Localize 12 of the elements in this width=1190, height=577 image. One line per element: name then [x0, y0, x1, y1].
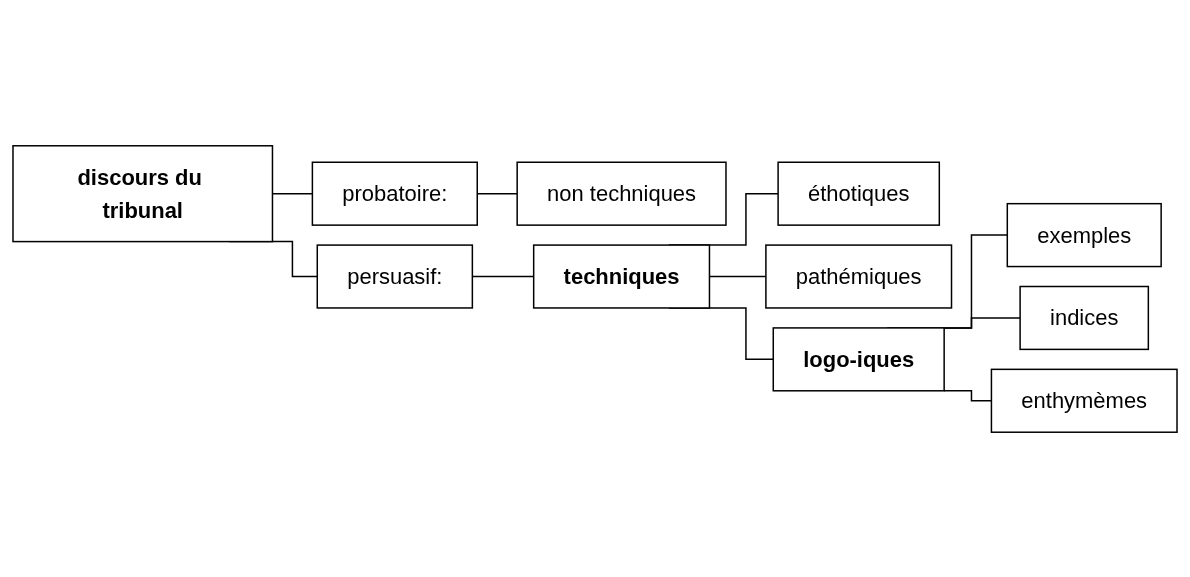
node-box: non techniques — [516, 161, 727, 226]
node-box: pathémiques — [765, 243, 953, 309]
node-box: logo-iques — [772, 326, 945, 392]
node-box: probatoire: — [311, 161, 478, 226]
node-box: discours du tribunal — [12, 144, 274, 242]
connector — [943, 316, 1021, 329]
node-box: indices — [1019, 285, 1150, 350]
node-box: exemples — [1006, 202, 1162, 267]
node-box: éthotiques — [777, 161, 941, 226]
node-box: techniques — [532, 243, 711, 309]
node-box: persuasif: — [316, 243, 474, 309]
node-box: enthymèmes — [990, 368, 1178, 433]
